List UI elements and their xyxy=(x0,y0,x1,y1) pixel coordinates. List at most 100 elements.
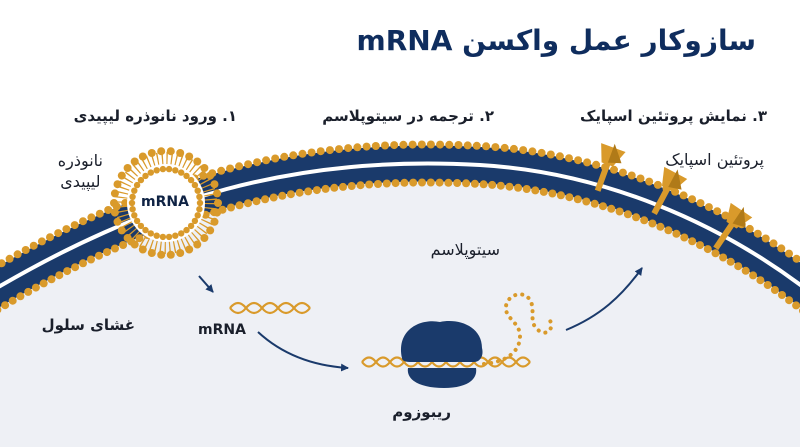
lipid-head xyxy=(688,237,697,246)
membrane-lipid-heads xyxy=(0,140,800,314)
lipid-head xyxy=(119,241,128,249)
lipid-head xyxy=(199,171,208,180)
lipid-head xyxy=(16,292,25,301)
nanoparticle-lipid-head xyxy=(210,217,219,226)
nanoparticle-lipid-head xyxy=(178,169,185,176)
lipid-head xyxy=(79,259,87,268)
lipid-head xyxy=(435,178,444,187)
nanoparticle-lipid-head xyxy=(196,193,203,200)
lipid-head xyxy=(522,185,531,193)
lipid-head xyxy=(610,165,618,174)
lipid-head xyxy=(21,246,30,254)
lipid-head xyxy=(454,141,463,149)
lipid-head xyxy=(590,199,599,208)
nanoparticle-lipid-head xyxy=(193,157,202,166)
lipid-head xyxy=(537,148,546,157)
lipid-head xyxy=(704,203,713,212)
lipid-head xyxy=(0,259,6,268)
lipid-head xyxy=(426,178,435,187)
lipid-head xyxy=(688,195,697,204)
lipid-head xyxy=(514,183,523,192)
spike-protein xyxy=(594,143,626,192)
lipid-head xyxy=(362,142,371,151)
lipid-head xyxy=(711,249,720,258)
lipid-head xyxy=(573,195,582,204)
nanoparticle-lipid-head xyxy=(110,199,118,207)
nanoparticle-lipid-head xyxy=(147,230,154,237)
lipid-head xyxy=(734,262,743,271)
lipid-head xyxy=(607,204,616,213)
lipid-nanoparticle-label-line1: نانوذره xyxy=(57,151,103,170)
lipid-head xyxy=(381,141,389,150)
nanoparticle-lipid-head xyxy=(147,249,156,257)
lipid-head xyxy=(418,178,426,187)
step-2-number: ۲. xyxy=(479,107,494,125)
arrow-to-spike xyxy=(565,267,643,331)
mrna-inside-label: mRNA xyxy=(141,194,189,210)
nanoparticle-lipid-head xyxy=(123,234,132,242)
lipid-head xyxy=(769,239,778,248)
lipid-head xyxy=(436,140,445,149)
lipid-head xyxy=(289,151,298,160)
lipid-head xyxy=(261,195,270,204)
lipid-head xyxy=(244,160,253,169)
lipid-head xyxy=(87,255,95,264)
nanoparticle-lipid-head xyxy=(130,157,139,166)
lipid-head xyxy=(356,181,365,190)
lipid-head xyxy=(103,248,111,257)
lipid-head xyxy=(24,287,33,296)
lipid-head xyxy=(325,146,334,155)
lipid-head xyxy=(505,182,514,191)
nanoparticle-lipid-head xyxy=(117,171,126,180)
lipid-head xyxy=(599,202,607,211)
nanoparticle-lipid-head xyxy=(210,180,219,189)
lipid-nanoparticle-label-line2: لیپیدی xyxy=(60,172,101,191)
lipid-head xyxy=(390,141,399,150)
nanoparticle-lipid-head xyxy=(194,212,201,219)
nanoparticle-lipid-head xyxy=(123,164,132,172)
nanoparticle-lipid-head xyxy=(157,147,166,156)
ribosome xyxy=(401,321,483,388)
nanoparticle-lipid-head xyxy=(153,167,160,174)
lipid-head xyxy=(111,244,119,253)
nanoparticle-lipid-head xyxy=(142,172,149,180)
lipid-head xyxy=(719,253,728,262)
lipid-head xyxy=(295,188,304,197)
lipid-head xyxy=(62,225,71,234)
nanoparticle-lipid-head xyxy=(110,208,119,217)
lipid-head xyxy=(5,254,14,263)
step-2-text: ترجمه در سیتوپلاسم xyxy=(322,107,474,125)
nanoparticle-lipid-head xyxy=(178,230,185,237)
lipid-head xyxy=(374,180,382,188)
lipid-head xyxy=(528,147,537,156)
lipid-head xyxy=(648,219,657,228)
lipid-head xyxy=(488,180,497,189)
lipid-head xyxy=(749,271,758,280)
lipid-head xyxy=(307,148,316,157)
lipid-head xyxy=(312,186,321,195)
lipid-head xyxy=(696,199,705,208)
lipid-head xyxy=(761,234,770,243)
lipid-head xyxy=(615,207,624,216)
lipid-head xyxy=(640,216,649,225)
nanoparticle-lipid-head xyxy=(193,240,202,249)
lipid-head xyxy=(280,152,289,161)
lipid-head xyxy=(1,301,10,310)
step-1-label: ۱. ورود نانوذره لیپیدی xyxy=(74,107,237,126)
lipid-head xyxy=(71,263,80,272)
nanoparticle-lipid-head xyxy=(153,232,160,239)
lipid-head xyxy=(29,241,38,250)
cell-membrane-label: غشای سلول xyxy=(41,316,135,334)
lipid-head xyxy=(298,149,307,158)
nanoparticle-lipid-head xyxy=(187,176,195,184)
lipid-head xyxy=(713,207,722,216)
lipid-head xyxy=(656,222,665,231)
nanoparticle-lipid-head xyxy=(133,217,141,225)
nanoparticle-lipid-head xyxy=(172,232,179,239)
lipid-head xyxy=(391,179,400,188)
nanoparticle-lipid-head xyxy=(187,222,195,230)
nanoparticle-lipid-head xyxy=(176,149,185,157)
lipid-head xyxy=(556,191,565,200)
lipid-head xyxy=(496,181,505,190)
lipid-head xyxy=(679,191,688,200)
